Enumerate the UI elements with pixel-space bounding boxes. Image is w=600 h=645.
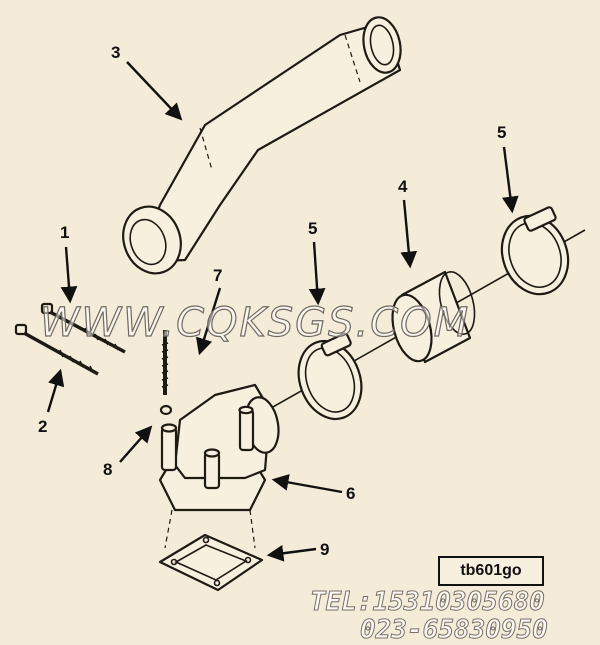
leader-arrow-4 [400,199,418,269]
callout-7: 7 [213,266,222,285]
callout-5b: 5 [497,123,506,142]
contact-phone: 023-65830950 [360,615,548,645]
leader-arrow-1 [60,246,78,304]
callout-1: 1 [60,223,69,242]
leader-arrow-3 [126,61,183,121]
part-9-gasket [158,533,264,592]
part-2-bolt [14,323,99,376]
leader-arrow-5b [501,146,519,214]
part-4-hose [391,270,476,364]
callout-9: 9 [320,540,329,559]
part-6-elbow-housing [158,383,280,512]
callout-3: 3 [111,43,120,62]
watermark-text: WWW.CQKSGS.COM [40,300,470,346]
leader-arrow-2 [46,368,65,413]
callout-6: 6 [346,484,355,503]
leader-arrow-5a [308,241,326,306]
callout-8: 8 [103,460,112,479]
part-5-clamp-left [297,332,363,421]
leader-arrow-9 [266,544,317,562]
part-1-bolt [40,302,126,354]
part-7-stud [161,330,169,395]
part-5-clamp-right [500,206,570,296]
part-3-tube [122,16,402,275]
drawing-code-label: tb601go [438,556,544,586]
leader-arrow-6 [271,474,343,494]
callout-4: 4 [398,177,408,196]
leader-arrow-7 [195,287,222,356]
callout-5a: 5 [308,219,317,238]
callout-2: 2 [38,417,47,436]
leader-arrow-8 [119,425,153,463]
contact-tel: TEL:15310305680 [310,587,545,617]
part-8-washer [159,404,173,416]
